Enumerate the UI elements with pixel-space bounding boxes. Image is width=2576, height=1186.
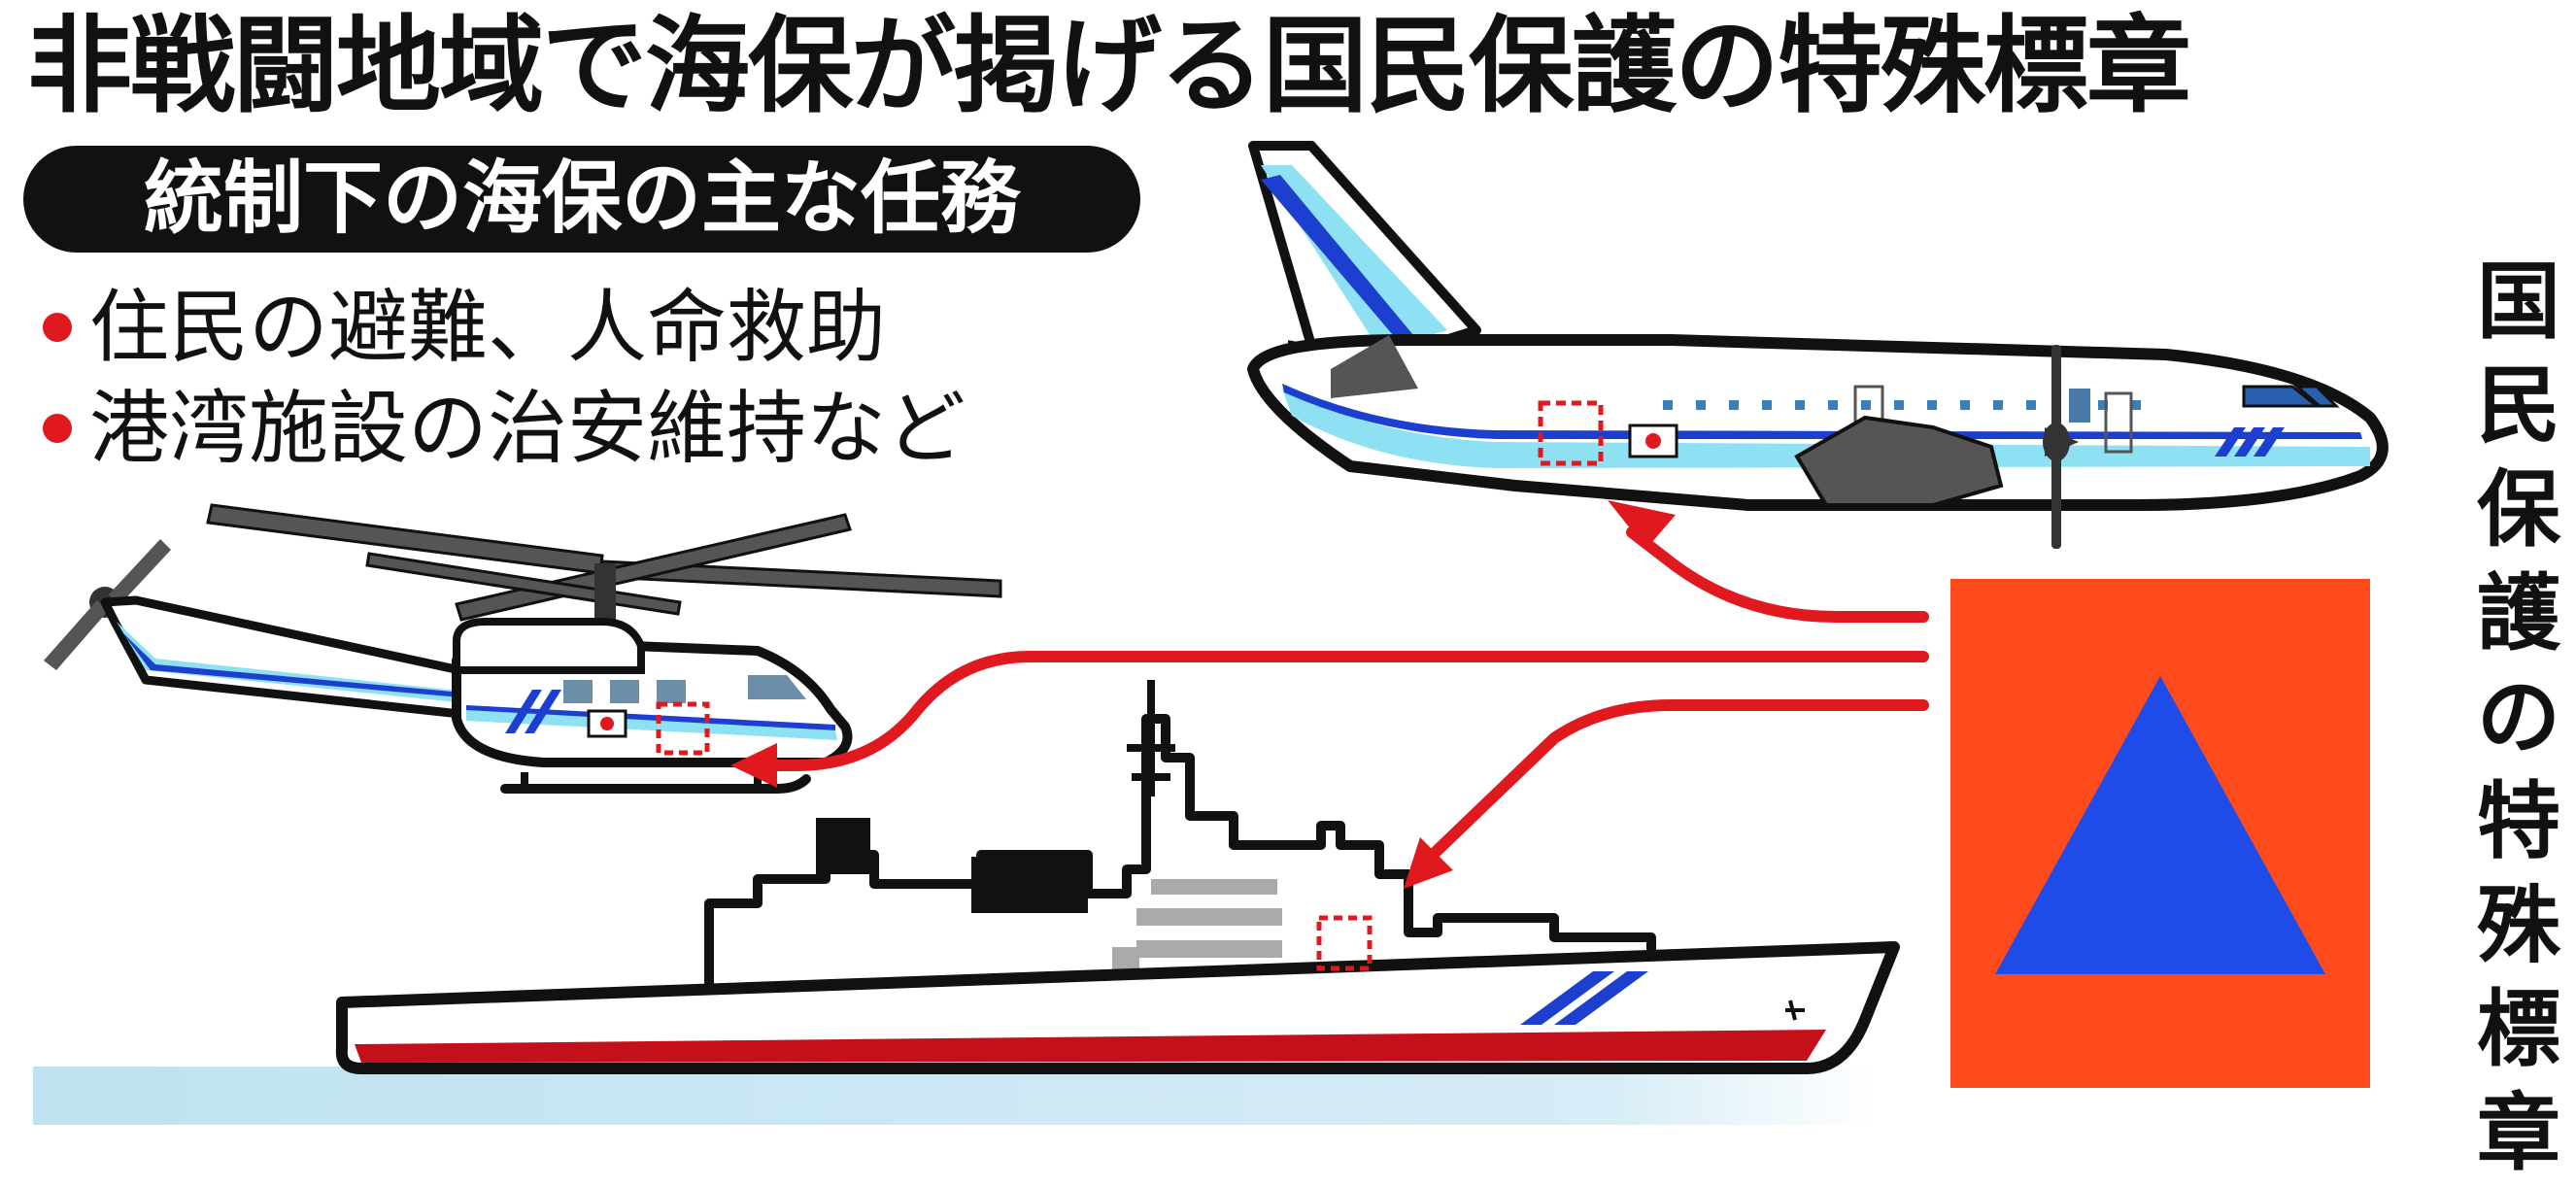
emblem-placement-marker-icon bbox=[1316, 915, 1373, 971]
mission-item: 港湾施設の治安維持など bbox=[43, 381, 966, 478]
helicopter-icon bbox=[44, 503, 1002, 794]
sea bbox=[33, 1067, 1879, 1125]
civil-protection-emblem bbox=[1950, 579, 2370, 1088]
aircraft-icon bbox=[1247, 141, 2389, 549]
emblem-placement-marker-icon bbox=[656, 701, 710, 756]
emblem-placement-marker-icon bbox=[1538, 400, 1604, 466]
illustration-scene bbox=[33, 141, 2389, 1125]
main-title: 非戦闘地域で海保が掲げる国民保護の特殊標章 bbox=[27, 6, 2191, 127]
section-heading-background bbox=[23, 146, 1140, 253]
arrow-to-ship bbox=[1404, 699, 1929, 889]
japanese-flag-icon bbox=[587, 709, 627, 738]
bullet-icon bbox=[43, 413, 72, 443]
arrow-to-helicopter bbox=[730, 651, 1929, 788]
mission-text: 港湾施設の治安維持など bbox=[89, 383, 966, 475]
patrol-ship-icon bbox=[335, 680, 1900, 1074]
mission-item: 住民の避難、人命救助 bbox=[43, 280, 886, 377]
emblem-label: 国民保護の特殊標章 bbox=[2477, 254, 2560, 1182]
arrow-to-aircraft bbox=[1608, 500, 1929, 623]
bullet-icon bbox=[43, 312, 72, 342]
section-heading: 統制下の海保の主な任務 bbox=[143, 152, 1020, 245]
mission-text: 住民の避難、人命救助 bbox=[89, 282, 887, 374]
japanese-flag-icon bbox=[1628, 424, 1678, 458]
